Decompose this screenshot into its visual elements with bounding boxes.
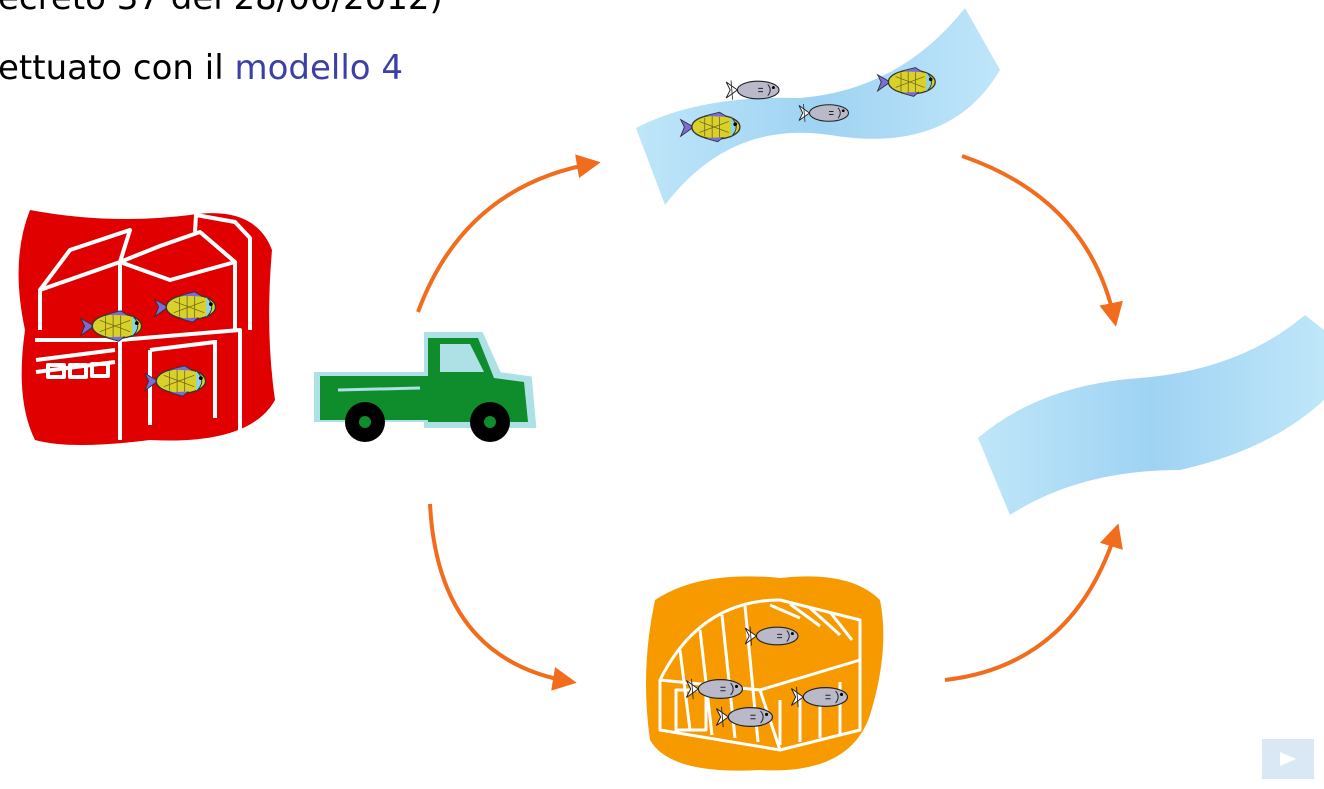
greenhouse-icon <box>646 576 884 771</box>
barn-icon <box>18 210 275 445</box>
header-line-2: ettuato con il modello 4 <box>0 48 403 88</box>
arrow-greenhouse-to-river <box>944 523 1123 682</box>
truck-icon <box>314 332 537 442</box>
next-arrow-icon <box>1280 752 1296 766</box>
header-line-1: ecreto 37 del 28/06/2012) <box>0 0 443 18</box>
river-icon-top <box>636 8 1000 205</box>
river-icon-right <box>978 315 1324 515</box>
arrow-truck-to-greenhouse <box>428 503 577 691</box>
arrow-truck-to-river <box>416 154 601 313</box>
next-slide-button[interactable] <box>1262 739 1314 779</box>
arrow-river-to-river <box>961 154 1123 327</box>
header-text: ettuato con il <box>0 48 235 88</box>
model-4-link[interactable]: modello 4 <box>234 48 404 88</box>
